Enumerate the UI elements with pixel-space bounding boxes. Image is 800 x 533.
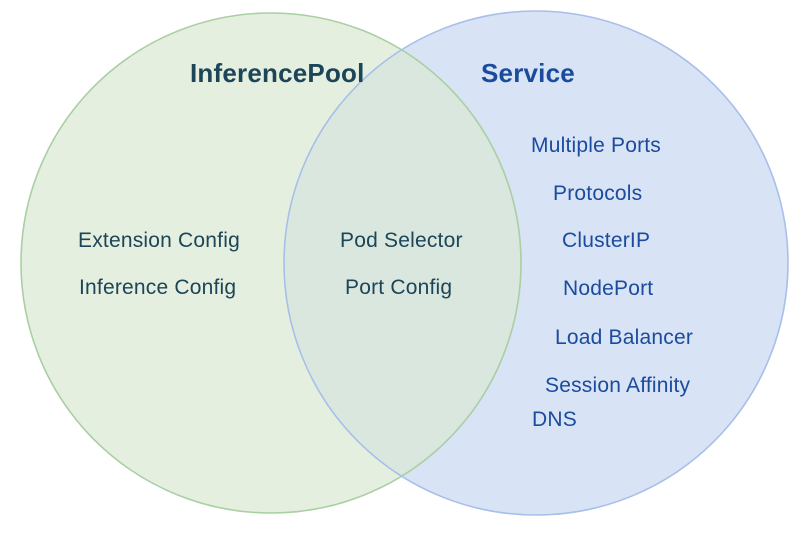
right-set-title: Service xyxy=(481,58,575,88)
right-circle-outline xyxy=(283,10,789,516)
left-circle-outline xyxy=(20,12,522,514)
left-set-title: InferencePool xyxy=(190,58,365,88)
left-item: Extension Config xyxy=(78,229,240,252)
right-item: Session Affinity xyxy=(545,374,691,397)
right-item: NodePort xyxy=(563,277,654,300)
right-item: Load Balancer xyxy=(555,326,694,349)
overlap-region-fill xyxy=(284,13,521,513)
right-item: DNS xyxy=(532,408,577,431)
overlap-item: Pod Selector xyxy=(340,229,463,252)
right-item: ClusterIP xyxy=(562,229,651,252)
overlap-item: Port Config xyxy=(345,276,453,299)
right-item: Protocols xyxy=(553,182,643,205)
right-item: Multiple Ports xyxy=(531,134,662,157)
left-item: Inference Config xyxy=(79,276,237,299)
